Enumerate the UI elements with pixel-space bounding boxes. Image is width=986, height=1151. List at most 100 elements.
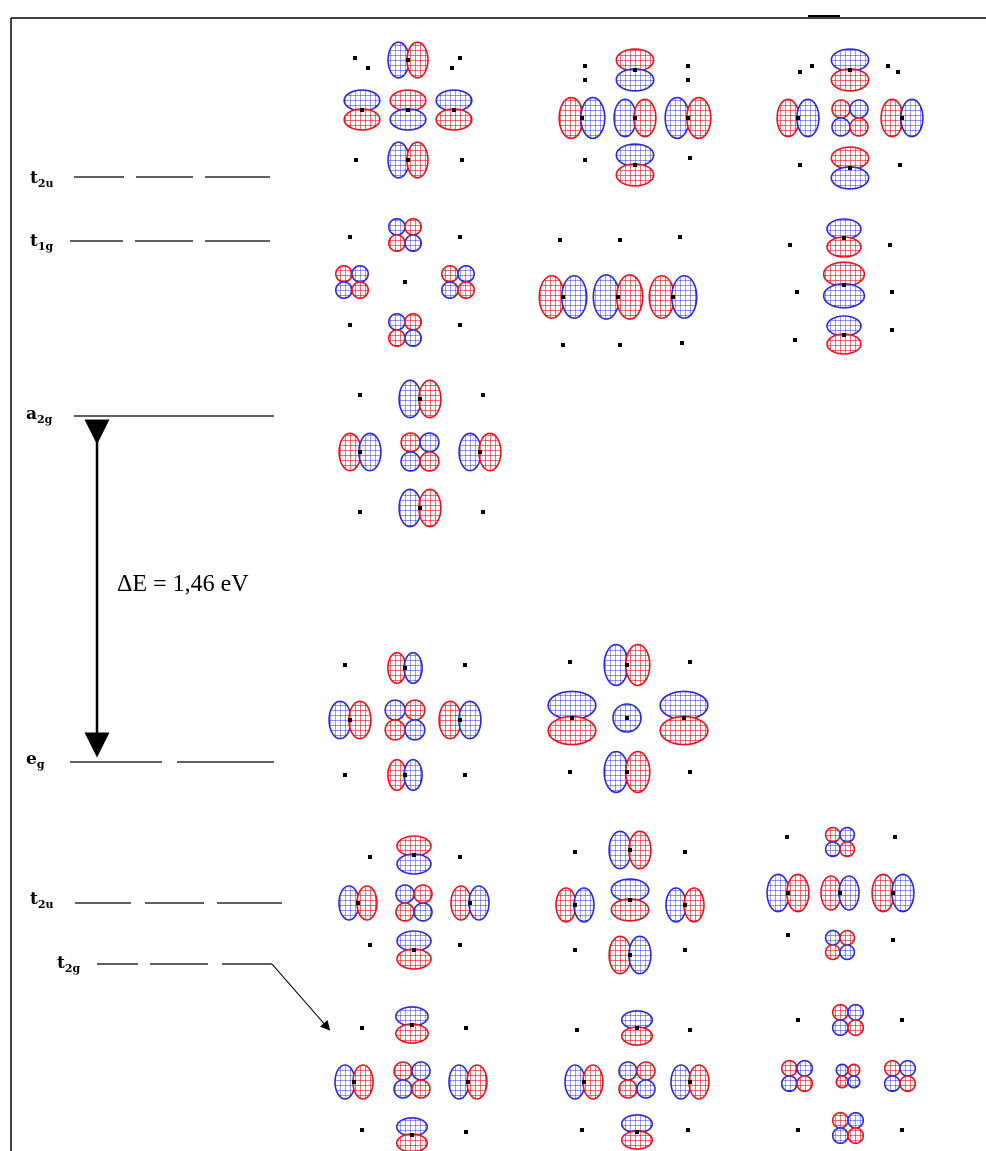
orbital-lobe bbox=[839, 929, 856, 946]
orbital-lobe bbox=[847, 1127, 865, 1145]
orbital-t2g-3 bbox=[780, 1003, 917, 1145]
orbital-lobe bbox=[538, 274, 566, 320]
atom-dot bbox=[842, 333, 846, 337]
orbital-lobe bbox=[636, 1079, 656, 1099]
orbital-lobe bbox=[603, 643, 630, 687]
atom-dot bbox=[403, 773, 407, 777]
atom-dot bbox=[464, 1026, 468, 1030]
orbital-lobe bbox=[435, 108, 473, 131]
atom-dot bbox=[573, 948, 577, 952]
atom-dot bbox=[891, 938, 895, 942]
atom-dot bbox=[891, 891, 895, 895]
atom-dot bbox=[900, 116, 904, 120]
orbital-lobe bbox=[659, 715, 709, 746]
atom-dot bbox=[896, 70, 900, 74]
orbital-lobe bbox=[899, 1075, 917, 1093]
atom-dot bbox=[900, 1018, 904, 1022]
orbital-lobe bbox=[685, 96, 712, 140]
atom-dot bbox=[625, 663, 629, 667]
atom-dot bbox=[633, 68, 637, 72]
t2g-connector-arrow bbox=[271, 963, 331, 1031]
orbital-lobe bbox=[796, 1075, 814, 1093]
orbital-lobe bbox=[411, 1079, 431, 1099]
orbital-lobe bbox=[830, 166, 870, 190]
atom-dot bbox=[635, 1026, 639, 1030]
orbital-lobe bbox=[440, 281, 459, 300]
energy-gap-label: ΔE = 1,46 eV bbox=[117, 571, 249, 597]
atom-dot bbox=[410, 1133, 414, 1137]
orbital-lobe bbox=[613, 98, 637, 138]
orbital-lobe bbox=[847, 1111, 865, 1129]
orbital-a2g-1 bbox=[338, 379, 502, 528]
atom-dot bbox=[573, 850, 577, 854]
atom-dot bbox=[568, 660, 572, 664]
orbital-lobe bbox=[648, 274, 676, 320]
atom-dot bbox=[360, 1026, 364, 1030]
atom-dot bbox=[688, 770, 692, 774]
orbital-lobe bbox=[579, 96, 606, 140]
atom-dot bbox=[633, 116, 637, 120]
orbital-lobe bbox=[411, 1061, 431, 1081]
atom-dot bbox=[568, 770, 572, 774]
orbital-lobe bbox=[404, 234, 423, 253]
atom-dot bbox=[633, 163, 637, 167]
orbital-lobe bbox=[831, 1003, 849, 1021]
atom-dot bbox=[466, 1080, 470, 1084]
orbital-lobe bbox=[786, 873, 810, 913]
orbital-lobe bbox=[384, 699, 406, 721]
atom-dot bbox=[683, 948, 687, 952]
orbital-lobe bbox=[547, 715, 597, 746]
level-label-t2g: t2g bbox=[57, 953, 81, 975]
orbital-lobe bbox=[624, 750, 651, 794]
atom-dot bbox=[898, 163, 902, 167]
atom-dot bbox=[406, 158, 410, 162]
orbital-lobe bbox=[558, 96, 585, 140]
atom-dot bbox=[628, 848, 632, 852]
orbital-lobe bbox=[766, 873, 790, 913]
orbital-lobe bbox=[831, 1127, 849, 1145]
orbital-lobe bbox=[393, 1061, 413, 1081]
orbital-lobe bbox=[419, 451, 440, 472]
orbital-lobe bbox=[776, 98, 800, 138]
orbital-t2u-lower-1 bbox=[338, 835, 490, 970]
orbital-lobe bbox=[413, 902, 433, 922]
orbital-lobe bbox=[395, 902, 415, 922]
orbital-lobe bbox=[334, 264, 353, 283]
atom-dot bbox=[798, 163, 802, 167]
orbital-lobe bbox=[603, 750, 630, 794]
orbital-lobe bbox=[831, 1111, 849, 1129]
orbital-t1g-2 bbox=[538, 235, 698, 347]
atom-dot bbox=[810, 64, 814, 68]
atom-dot bbox=[368, 855, 372, 859]
orbital-lobe bbox=[628, 935, 652, 975]
atom-dot bbox=[360, 108, 364, 112]
atom-dot bbox=[618, 343, 622, 347]
atom-dot bbox=[464, 1130, 468, 1134]
atom-dot bbox=[458, 56, 462, 60]
atom-dot bbox=[561, 295, 565, 299]
orbital-lobe bbox=[389, 89, 427, 112]
orbital-lobe bbox=[592, 274, 621, 320]
atom-dot bbox=[575, 1028, 579, 1032]
orbital-lobe bbox=[849, 117, 869, 137]
orbital-lobe bbox=[387, 141, 410, 179]
orbital-t1g-3 bbox=[788, 218, 894, 355]
orbital-lobe bbox=[824, 929, 841, 946]
atom-dot bbox=[358, 393, 362, 397]
orbital-lobe bbox=[880, 98, 904, 138]
atom-dot bbox=[796, 1018, 800, 1022]
atom-dot bbox=[410, 1023, 414, 1027]
atom-dot bbox=[406, 108, 410, 112]
atom-dot bbox=[686, 116, 690, 120]
atom-dot bbox=[900, 1128, 904, 1132]
orbital-lobe bbox=[847, 1019, 865, 1037]
orbital-lobe bbox=[334, 281, 353, 300]
orbital-lobe bbox=[478, 432, 502, 472]
atom-dot bbox=[582, 1080, 586, 1084]
orbital-lobe bbox=[780, 1075, 798, 1093]
atom-dot bbox=[343, 663, 347, 667]
orbital-lobe bbox=[328, 700, 352, 740]
orbital-lobe bbox=[831, 99, 851, 119]
orbital-t2u-upper-2 bbox=[558, 48, 712, 187]
